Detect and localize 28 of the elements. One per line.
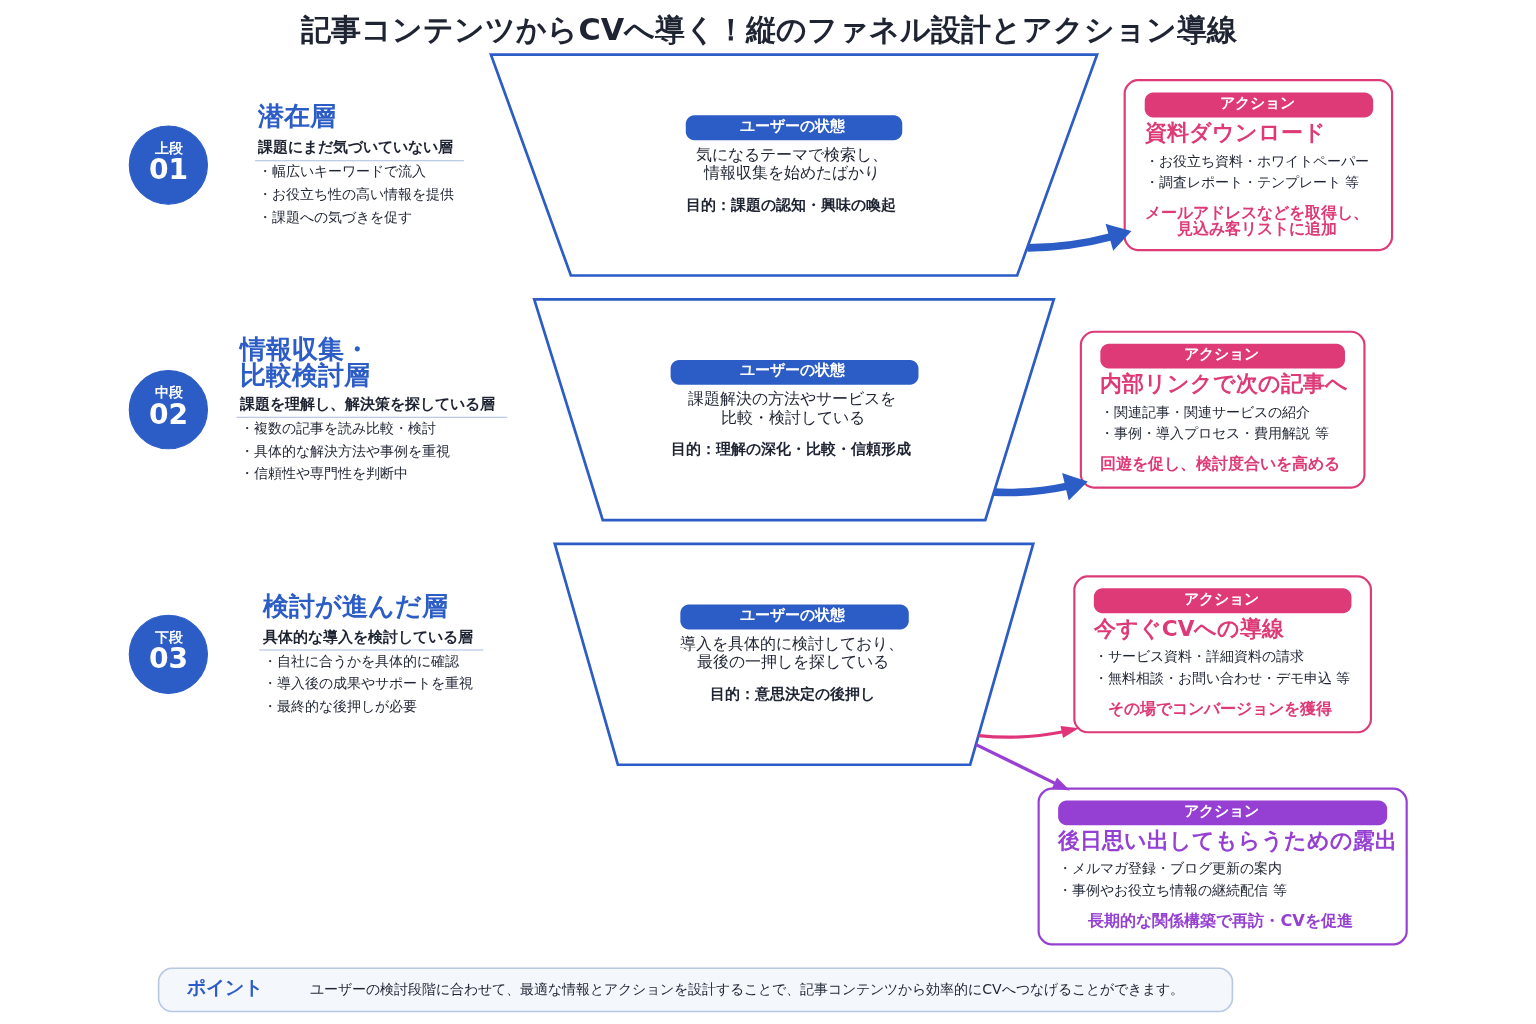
node-label: ・複数の記事を読み比較・検討 (239, 419, 436, 436)
arrow (975, 743, 1070, 791)
node-circle: 中段 02 (128, 370, 208, 450)
node-label: ・自社に合うかを具体的に確認 (262, 652, 459, 669)
node-label: 情報収集・比較検討層 (239, 333, 370, 390)
node-label: 検討が進んだ層 (262, 590, 448, 621)
node-label: ・お役立ち性の高い情報を提供 (258, 186, 455, 203)
node-label: ・最終的な後押しが必要 (262, 698, 417, 715)
arrow (1027, 223, 1132, 252)
node-box: アクション 後日思い出してもらうための露出 ・メルマガ登録・ブログ更新の案内 ・事例やお役立ち情報の継続配信 等 長期的な関係構築で再訪・CVを促進 (1037, 787, 1408, 946)
node-label: ・導入後の成果やサポートを重視 (262, 675, 473, 692)
node-label: 課題にまだ気づいていない層 (258, 138, 454, 157)
node-circle: 上段 01 (128, 125, 208, 205)
node-label: 課題を理解し、解決策を探している層 (239, 394, 495, 413)
node-label: ・信頼性や専門性を判断中 (239, 465, 408, 482)
node-label: 潜在層 (258, 101, 337, 132)
node-box: アクション 今すぐCVへの導線 ・サービス資料・詳細資料の請求 ・無料相談・お問い合わせ・デモ申込 等 その場でコンバージョンを獲得 (1073, 575, 1373, 734)
node-box: アクション 資料ダウンロード ・お役立ち資料・ホワイトペーパー ・調査レポート・テンプレート 等 メールアドレスなどを取得し、見込み客リストに追加 (1123, 79, 1394, 252)
node-box: ポイント ユーザーの検討段階に合わせて、最適な情報とアクションを設計することで、記事コンテンツから効率的にCVへつなげることができます。 (157, 967, 1234, 1013)
node-circle: 下段 03 (128, 614, 208, 694)
node-label: ・具体的な解決方法や事例を重視 (239, 442, 450, 459)
arrow (993, 473, 1088, 501)
node-box: アクション 内部リンクで次の記事へ ・関連記事・関連サービスの紹介 ・事例・導入プロセス・費用解説 等 回遊を促し、検討度合いを高める (1079, 330, 1366, 489)
arrow (978, 726, 1079, 739)
node-label: ・課題への気づきを促す (258, 208, 413, 225)
diagram-title: 記事コンテンツからCVへ導く！縦のファネル設計とアクション導線 (301, 11, 1238, 47)
node-label: 具体的な導入を検討している層 (262, 627, 473, 646)
node-label: ・幅広いキーワードで流入 (258, 163, 427, 180)
